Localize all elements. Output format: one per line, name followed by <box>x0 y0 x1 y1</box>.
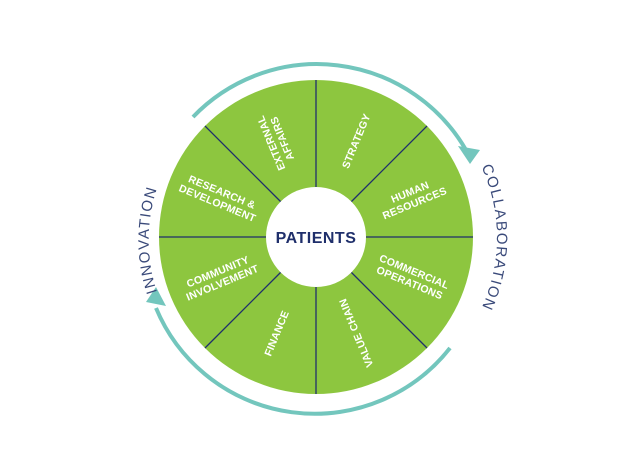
center-label: PATIENTS <box>276 230 357 247</box>
center-hub <box>266 187 366 287</box>
innovation-arrowhead-icon <box>146 287 166 306</box>
wheel-divider <box>350 271 428 349</box>
innovation-label: INNOVATION <box>136 184 161 296</box>
collaboration-arrowhead-icon <box>458 146 480 164</box>
collaboration-arrow-arc <box>191 62 468 152</box>
wheel-divider <box>204 271 282 349</box>
innovation-arrow-arc <box>154 307 452 416</box>
wheel-divider <box>204 125 282 203</box>
collaboration-label: COLLABORATION <box>478 162 510 314</box>
wheel-dividers <box>159 80 473 394</box>
wheel-divider <box>350 125 428 203</box>
